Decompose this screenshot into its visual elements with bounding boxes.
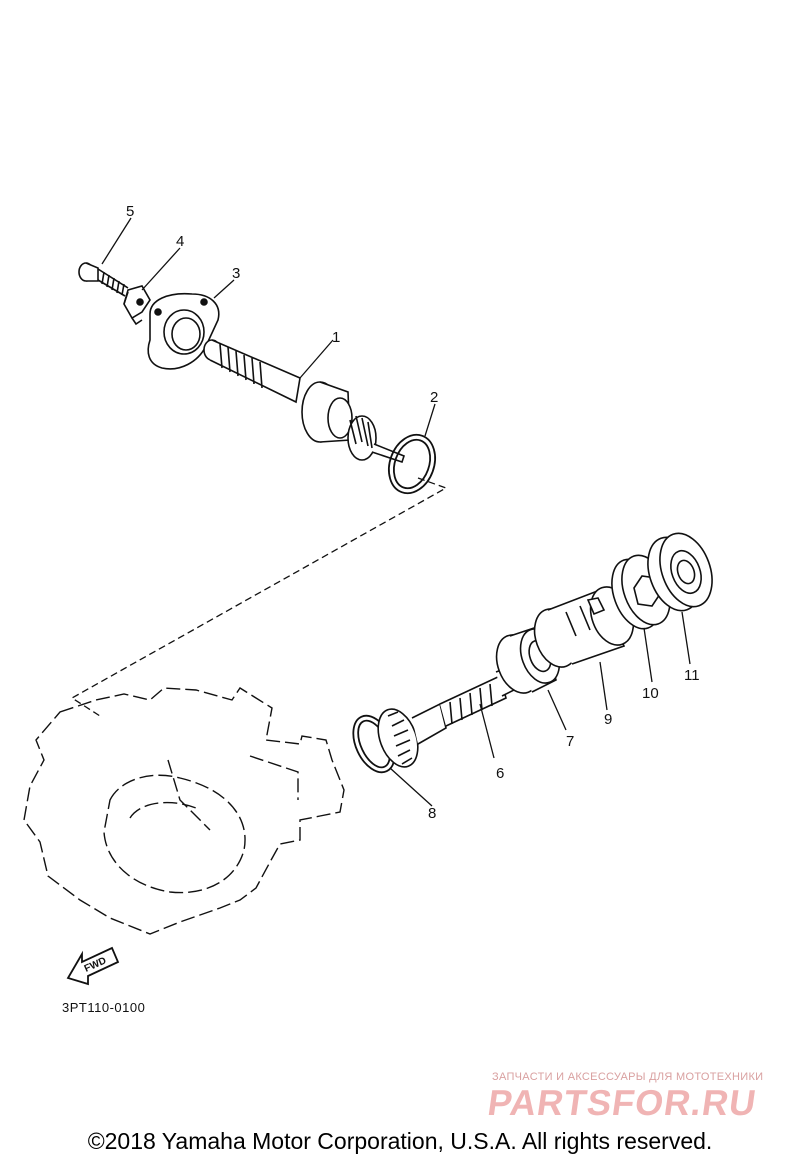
fwd-arrow-icon: [66, 946, 120, 986]
part-7-bearing: [495, 624, 561, 694]
part-4-lock-plate: [123, 285, 151, 326]
copyright-notice: ©2018 Yamaha Motor Corporation, U.S.A. A…: [87, 1128, 713, 1154]
part-9-collar: [533, 586, 635, 668]
part-5-screw: [78, 262, 129, 297]
callout-labels: 1 2 3 4 5 6 7 8 9 10 11: [126, 203, 700, 822]
part-1-drive-shaft: [203, 339, 405, 464]
fwd-arrow: FWD: [66, 946, 120, 986]
callout-11: 11: [684, 667, 700, 684]
callout-4: 4: [176, 233, 184, 250]
callout-6: 6: [496, 765, 504, 782]
callout-7: 7: [566, 733, 574, 750]
leader-lines: [101, 217, 691, 807]
diagram-code: 3PT110-0100: [62, 1000, 146, 1015]
part-6-driven-shaft: [377, 664, 519, 768]
watermark-brand: PARTSFOR.RU: [485, 1082, 760, 1123]
callout-9: 9: [604, 711, 612, 728]
callout-10: 10: [642, 685, 659, 702]
callout-3: 3: [232, 265, 240, 282]
part-2-shim-ring: [388, 433, 436, 495]
part-11-seal: [647, 532, 713, 612]
assembly-guide-line: [70, 477, 448, 717]
callout-2: 2: [430, 389, 438, 406]
callout-8: 8: [428, 805, 436, 822]
callout-1: 1: [332, 329, 340, 346]
callout-5: 5: [126, 203, 134, 220]
watermark-tagline: ЗАПЧАСТИ И АКСЕССУАРЫ ДЛЯ МОТОТЕХНИКИ: [492, 1071, 764, 1083]
engine-case-outline: [23, 687, 345, 935]
